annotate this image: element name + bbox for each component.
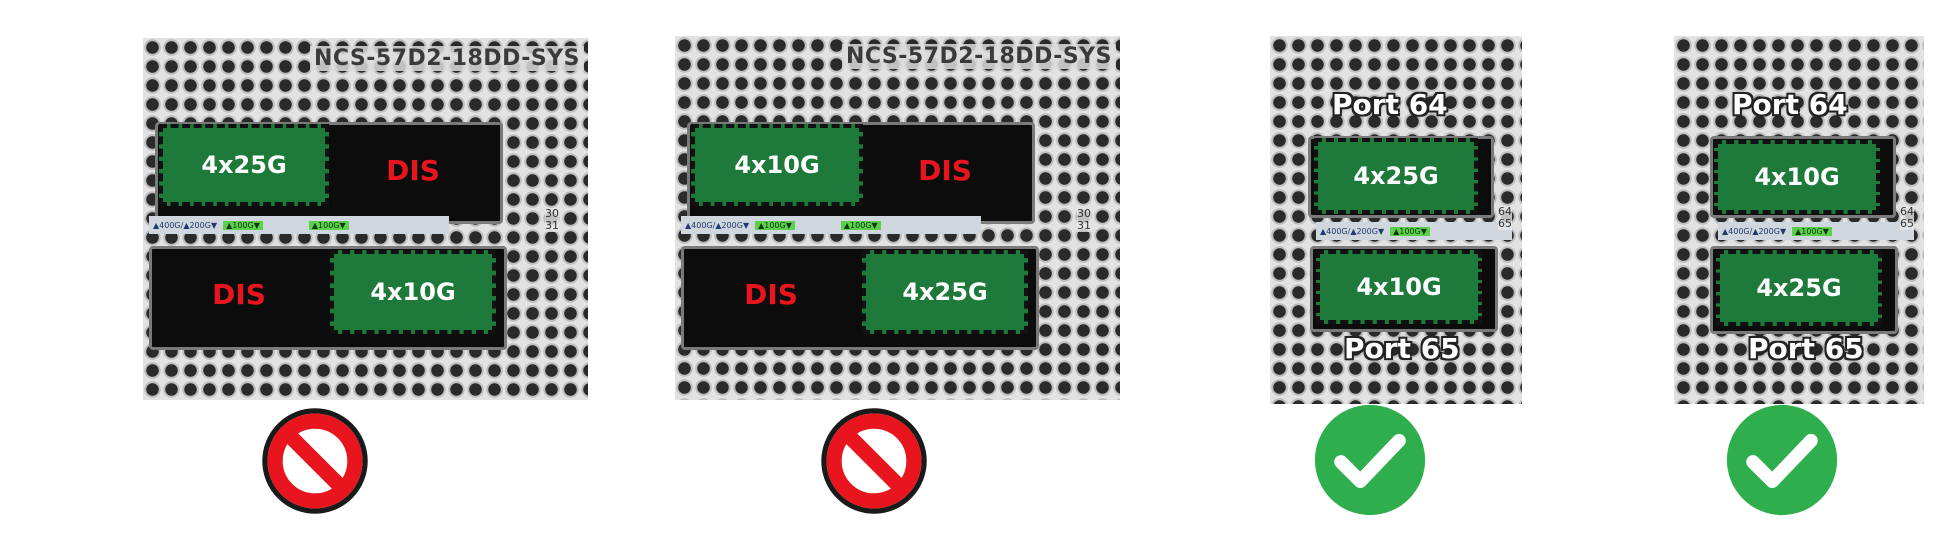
module-bottom: 4x10G — [1316, 250, 1482, 324]
disabled-top: DIS — [386, 153, 440, 187]
panel-example-1: NCS-57D2-18DD-SYS 4x25G DIS ▲400G/▲200G▼… — [143, 38, 588, 400]
strip-tag: ▲100G▼ — [1390, 226, 1430, 236]
module-top: 4x25G — [1314, 138, 1478, 214]
model-label: NCS-57D2-18DD-SYS — [841, 44, 1116, 69]
port-number: 64 65 — [1900, 205, 1914, 230]
module-bottom: 4x10G — [330, 250, 496, 334]
port-number: 64 65 — [1498, 205, 1512, 230]
port-number: 30 31 — [1077, 207, 1091, 232]
module-top: 4x25G — [159, 124, 329, 206]
strip-text: ▲400G/▲200G▼ — [685, 220, 750, 230]
disabled-top: DIS — [918, 153, 972, 187]
strip-text: ▲400G/▲200G▼ — [1722, 226, 1787, 236]
port-label-bottom: Port 65 — [1344, 332, 1460, 365]
disabled-bottom: DIS — [744, 277, 798, 311]
label-strip: ▲400G/▲200G▼ ▲100G▼ — [1718, 222, 1914, 240]
strip-tag: ▲100G▼ — [755, 220, 795, 230]
strip-tag: ▲100G▼ — [223, 220, 263, 230]
strip-tag: ▲100G▼ — [308, 220, 349, 230]
panel-example-2: NCS-57D2-18DD-SYS 4x10G DIS ▲400G/▲200G▼… — [675, 36, 1120, 400]
module-top: 4x10G — [1714, 140, 1880, 214]
strip-text: ▲400G/▲200G▼ — [153, 220, 218, 230]
strip-text: ▲400G/▲200G▼ — [1320, 226, 1385, 236]
module-top: 4x10G — [691, 124, 863, 206]
port-label-bottom: Port 65 — [1748, 332, 1864, 365]
port-number: 30 31 — [545, 207, 559, 232]
port-label-top: Port 64 — [1732, 88, 1848, 121]
label-strip: ▲400G/▲200G▼ ▲100G▼ — [1316, 222, 1512, 240]
prohibited-icon — [821, 408, 927, 514]
prohibited-icon — [262, 408, 368, 514]
strip-tag: ▲100G▼ — [840, 220, 881, 230]
port-label-top: Port 64 — [1332, 88, 1448, 121]
module-bottom: 4x25G — [862, 250, 1028, 334]
checkmark-icon — [1314, 404, 1426, 516]
checkmark-icon — [1726, 404, 1838, 516]
panel-example-3: Port 64 4x25G ▲400G/▲200G▼ ▲100G▼ 64 65 … — [1270, 36, 1522, 404]
label-strip: ▲400G/▲200G▼ ▲100G▼ ▲100G▼ — [681, 216, 981, 234]
disabled-bottom: DIS — [212, 277, 266, 311]
model-label: NCS-57D2-18DD-SYS — [309, 46, 584, 71]
label-strip: ▲400G/▲200G▼ ▲100G▼ ▲100G▼ — [149, 216, 449, 234]
panel-example-4: Port 64 4x10G ▲400G/▲200G▼ ▲100G▼ 64 65 … — [1674, 36, 1924, 404]
strip-tag: ▲100G▼ — [1792, 226, 1832, 236]
module-bottom: 4x25G — [1716, 250, 1882, 326]
